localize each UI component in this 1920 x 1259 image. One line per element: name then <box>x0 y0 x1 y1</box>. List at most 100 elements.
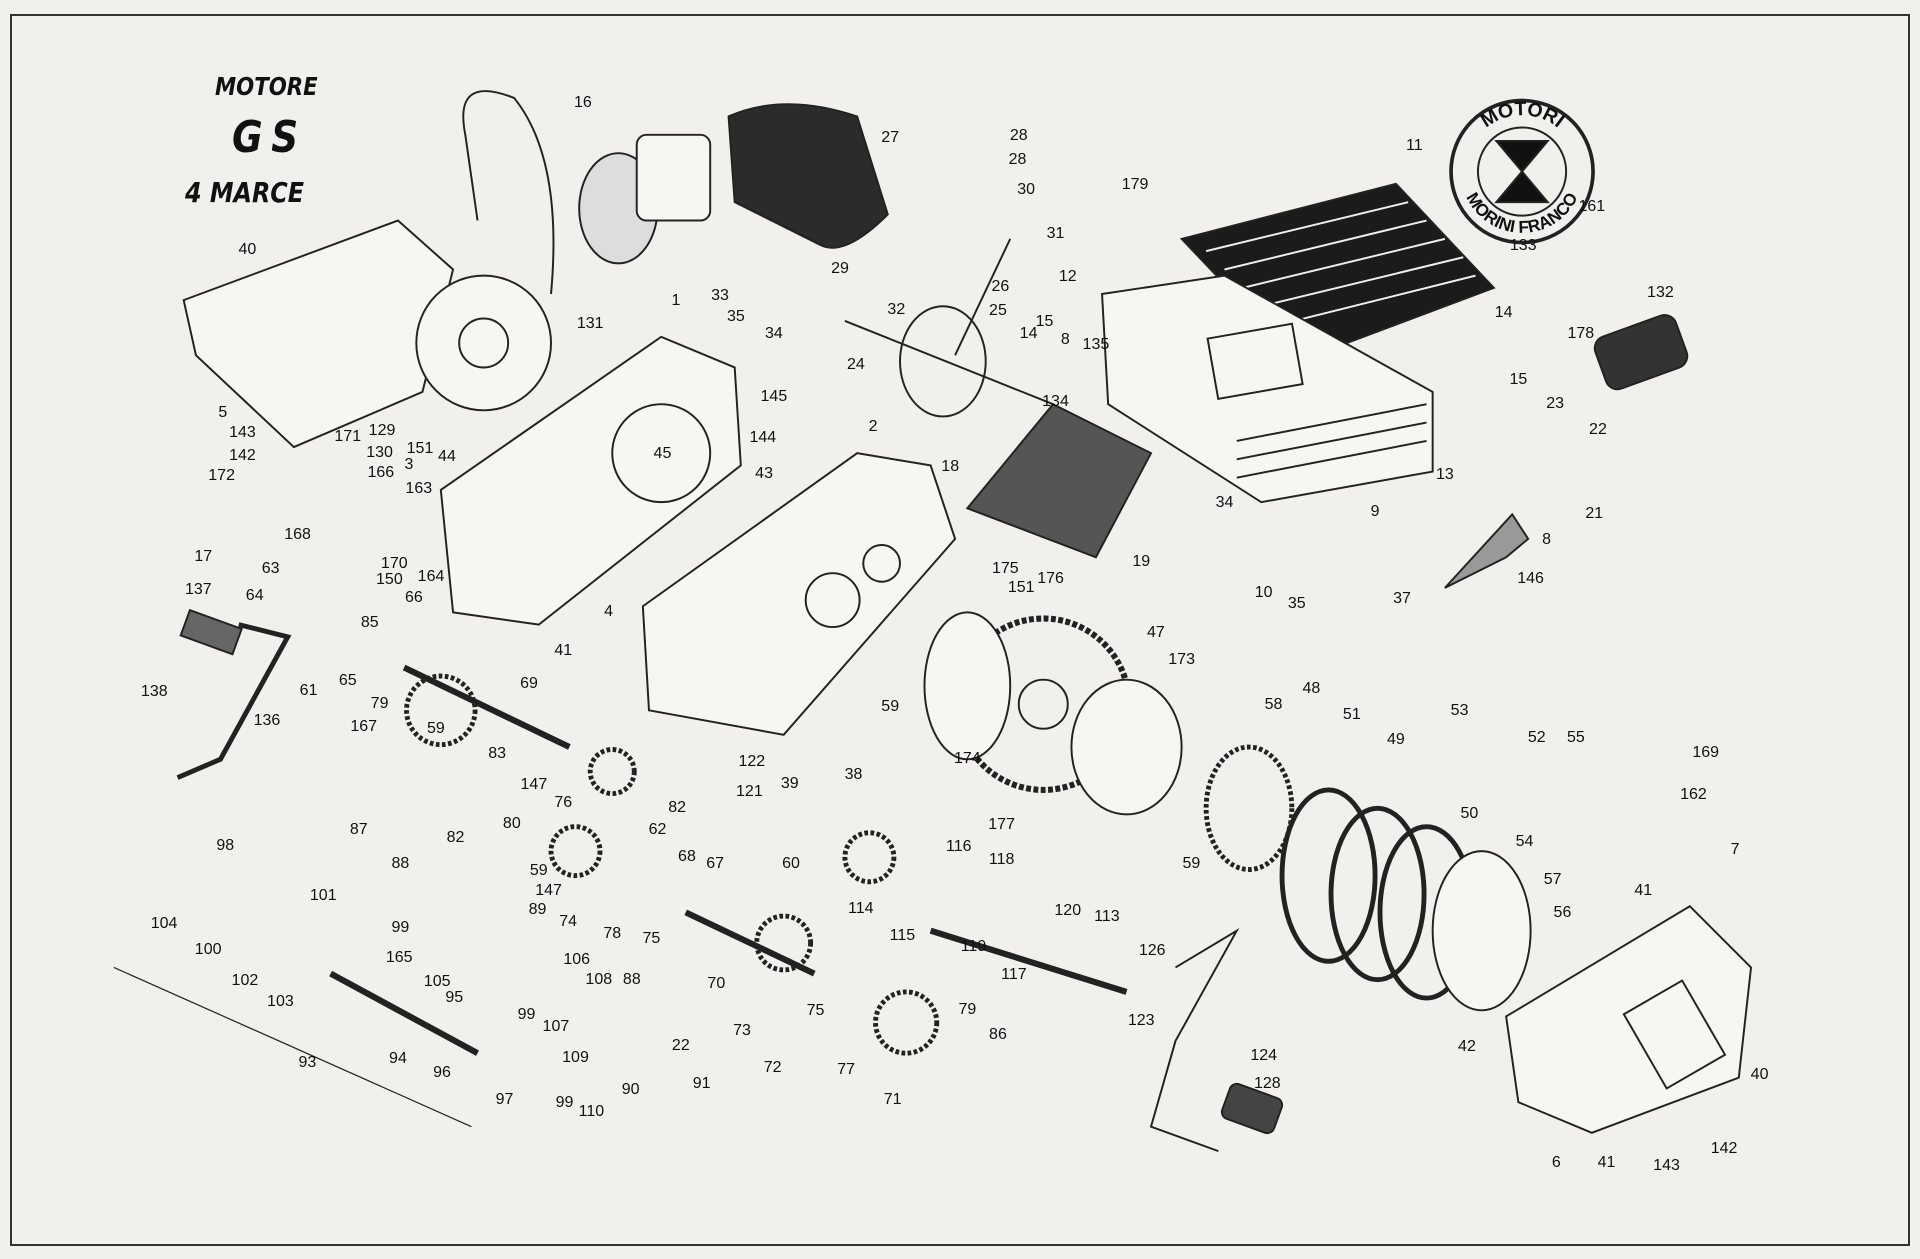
part-number-label: 177 <box>988 816 1015 834</box>
part-number-label: 57 <box>1543 871 1562 889</box>
clutch-plates <box>1279 787 1532 1012</box>
carburetor <box>578 133 712 265</box>
part-number-label: 43 <box>755 464 773 482</box>
part-number-label: 147 <box>520 775 548 793</box>
part-number-label: 37 <box>1393 589 1411 607</box>
part-number-label: 95 <box>445 988 464 1006</box>
part-number-label: 5 <box>218 403 228 421</box>
part-number-label: 116 <box>946 838 972 856</box>
cylinder <box>1101 274 1434 504</box>
part-number-label: 130 <box>366 444 393 462</box>
part-number-label: 65 <box>338 671 357 689</box>
reed-valve <box>965 402 1153 559</box>
part-number-label: 45 <box>653 445 672 463</box>
gear <box>873 989 940 1056</box>
gear-shafts <box>329 664 1128 1056</box>
part-number-label: 122 <box>738 752 766 770</box>
part-number-label: 90 <box>621 1080 640 1098</box>
wire <box>462 90 555 295</box>
part-number-label: 22 <box>1589 420 1607 438</box>
part-number-label: 91 <box>692 1074 711 1092</box>
gear-lever <box>176 622 292 780</box>
part-number-label: 21 <box>1585 505 1604 523</box>
part-number-label: 34 <box>1215 494 1234 512</box>
spring <box>179 608 243 656</box>
part-number-label: 118 <box>988 850 1015 868</box>
part-number-label: 174 <box>953 750 981 768</box>
part-number-label: 109 <box>562 1048 589 1066</box>
part-number-label: 123 <box>1127 1012 1155 1030</box>
crankcase-left <box>439 335 742 626</box>
part-number-label: 143 <box>229 424 256 442</box>
gear <box>404 673 478 748</box>
part-number-label: 50 <box>1460 805 1479 823</box>
part-number-label: 47 <box>1147 624 1165 642</box>
part-number-label: 9 <box>1370 502 1380 520</box>
part-number-label: 172 <box>208 467 235 485</box>
diagram-frame <box>10 14 1910 1246</box>
part-number-label: 99 <box>391 919 410 937</box>
part-number-label: 61 <box>299 681 318 699</box>
part-number-label: 31 <box>1046 224 1065 242</box>
part-number-label: 2 <box>868 418 878 436</box>
part-number-label: 131 <box>576 315 604 333</box>
part-number-label: 167 <box>350 718 378 736</box>
crankcase-right <box>641 452 957 736</box>
part-number-label: 24 <box>847 355 865 373</box>
part-number-label: 18 <box>941 457 960 475</box>
part-number-label: 143 <box>1653 1156 1680 1174</box>
part-number-label: 176 <box>1037 570 1064 588</box>
part-number-label: 49 <box>1387 730 1405 748</box>
part-number-label: 59 <box>529 861 548 879</box>
part-number-label: 53 <box>1450 702 1469 720</box>
part-number-label: 96 <box>433 1063 451 1081</box>
part-number-label: 151 <box>406 440 434 458</box>
part-number-label: 1 <box>671 292 681 310</box>
part-number-label: 75 <box>806 1002 825 1020</box>
part-number-label: 28 <box>1009 126 1028 144</box>
clutch-cover <box>1505 905 1753 1134</box>
part-number-label: 168 <box>284 526 311 544</box>
part-number-label: 86 <box>989 1025 1007 1043</box>
flywheel-cover <box>182 219 552 449</box>
part-number-label: 142 <box>1710 1139 1738 1157</box>
part-number-label: 17 <box>194 548 213 566</box>
part-number-label: 38 <box>844 766 863 784</box>
part-number-label: 69 <box>520 675 538 693</box>
part-number-label: 42 <box>1458 1037 1476 1055</box>
part-number-label: 124 <box>1250 1046 1278 1064</box>
part-number-label: 40 <box>238 240 257 258</box>
part-number-label: 8 <box>1542 531 1551 548</box>
part-number-label: 16 <box>573 93 592 111</box>
crankshaft <box>844 238 1054 418</box>
part-number-label: 55 <box>1567 729 1585 747</box>
part-number-label: 99 <box>555 1094 574 1112</box>
part-number-label: 27 <box>881 129 900 147</box>
part-number-label: 82 <box>668 799 687 817</box>
part-number-label: 134 <box>1042 392 1069 410</box>
part-number-label: 179 <box>1121 175 1149 193</box>
morini-franco-logo: MOTORI MORINI FRANCO <box>1449 98 1595 245</box>
part-number-label: 71 <box>883 1090 902 1108</box>
part-number-label: 62 <box>648 821 667 839</box>
part-number-label: 119 <box>960 937 987 955</box>
part-number-label: 19 <box>1132 553 1151 571</box>
part-number-label: 35 <box>1287 594 1306 612</box>
part-number-label: 138 <box>140 682 168 700</box>
part-number-label: 77 <box>837 1061 856 1079</box>
leader-93 <box>113 966 472 1128</box>
part-number-label: 93 <box>298 1053 317 1071</box>
part-number-label: 58 <box>1264 696 1283 714</box>
part-number-label: 120 <box>1054 902 1082 920</box>
part-number-label: 110 <box>578 1102 605 1120</box>
part-number-label: 4 <box>604 603 614 621</box>
part-number-label: 75 <box>642 930 661 948</box>
part-number-label: 26 <box>991 277 1010 295</box>
part-number-label: 88 <box>391 855 410 873</box>
part-number-label: 165 <box>385 948 413 966</box>
gear <box>842 830 897 885</box>
gear <box>548 824 603 879</box>
clutch-drum <box>1070 678 1295 872</box>
part-number-label: 41 <box>1634 882 1653 900</box>
part-number-label: 70 <box>707 975 726 993</box>
